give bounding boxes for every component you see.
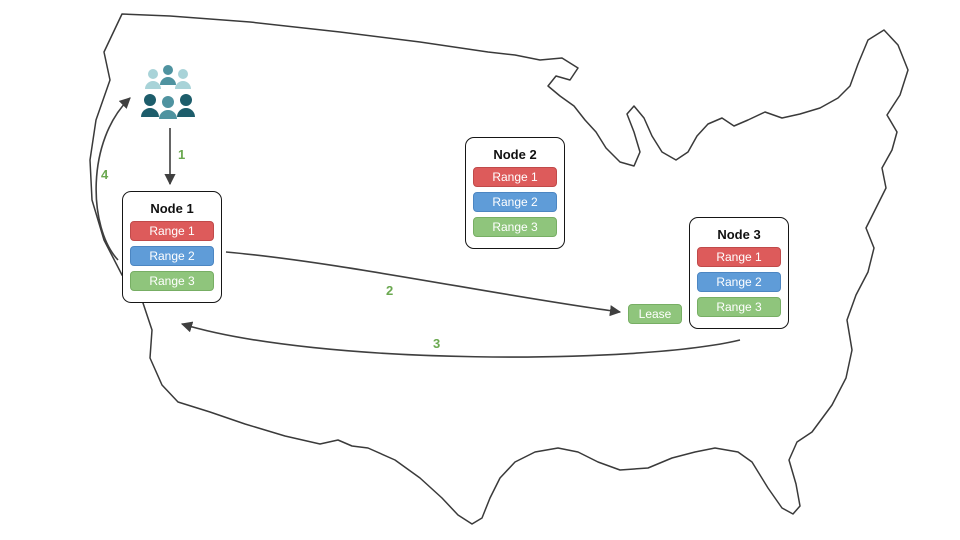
arrow-step-4 (95, 97, 131, 261)
node-2-range-3-badge: Range 3 (473, 217, 557, 237)
step-label-2: 2 (386, 283, 394, 298)
step-label-4: 4 (101, 167, 109, 182)
node-3-card: Node 3 Range 1 Range 2 Range 3 (689, 217, 789, 329)
node-2-range-2-badge: Range 2 (473, 192, 557, 212)
arrow-step-3 (180, 321, 741, 358)
node-1-range-1-badge: Range 1 (130, 221, 214, 241)
users-icon (141, 65, 195, 119)
arrow-step-2 (225, 251, 622, 317)
node-1-range-3-badge: Range 3 (130, 271, 214, 291)
node-1-title: Node 1 (150, 201, 194, 216)
node-3-title: Node 3 (717, 227, 761, 242)
node-1-card: Node 1 Range 1 Range 2 Range 3 (122, 191, 222, 303)
node-2-range-1-badge: Range 1 (473, 167, 557, 187)
node-1-range-2-badge: Range 2 (130, 246, 214, 266)
node-2-card: Node 2 Range 1 Range 2 Range 3 (465, 137, 565, 249)
node-3-range-3-badge: Range 3 (697, 297, 781, 317)
lease-badge: Lease (628, 304, 682, 324)
step-label-1: 1 (178, 147, 186, 162)
node-3-range-2-badge: Range 2 (697, 272, 781, 292)
step-label-3: 3 (433, 336, 441, 351)
node-2-title: Node 2 (493, 147, 537, 162)
node-3-range-1-badge: Range 1 (697, 247, 781, 267)
us-map-outline (89, 13, 909, 525)
